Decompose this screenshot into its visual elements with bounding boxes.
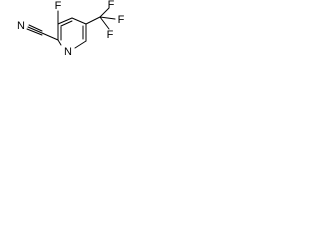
ring-bond-4 — [74, 40, 87, 49]
cf3-fluorine-bond-bottom — [99, 16, 110, 30]
nitrile-nitrogen-label: N — [17, 20, 25, 32]
cyano-triple-bond-a — [27, 26, 43, 34]
cf3-bond — [85, 16, 101, 25]
cf3-fluorine-top-label: F — [108, 0, 115, 11]
cyano-triple-bond-c — [28, 24, 43, 32]
fluoro-label: F — [55, 0, 62, 12]
cf3-fluorine-right-label: F — [118, 14, 125, 26]
ring-bond-1 — [57, 17, 73, 25]
ring-bond-5 — [57, 39, 62, 46]
cyano-triple-bond-b — [26, 28, 43, 36]
ring-bond-2 — [71, 17, 87, 25]
ring-nitrogen-label: N — [64, 46, 72, 58]
cyano-bond — [41, 32, 59, 41]
chemical-structure: F N N F F F — [17, 0, 125, 58]
structure-canvas: F N N F F F — [0, 0, 129, 69]
cf3-fluorine-bond-top — [99, 7, 110, 18]
cf3-fluorine-bottom-label: F — [107, 29, 114, 41]
cf3-fluorine-bond-right — [99, 16, 116, 20]
ring-double-bond-1 — [60, 20, 73, 27]
